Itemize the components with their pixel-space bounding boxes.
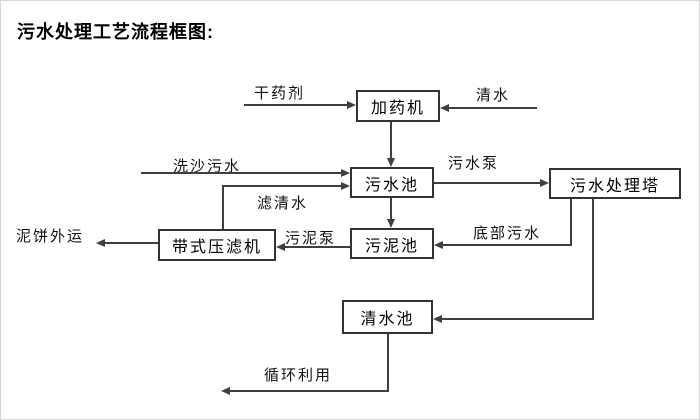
edge-label-sand-wash: 洗沙污水 <box>173 158 242 175</box>
edge-line-sand-wash <box>141 172 342 174</box>
arrow-right-icon <box>347 101 356 109</box>
edge-line-tower-to-clear-v <box>592 199 594 320</box>
arrow-down-icon <box>387 158 395 167</box>
arrow-left-icon <box>276 243 285 251</box>
edge-label-dry-agent: 干药剂 <box>254 85 306 102</box>
arrow-right-icon <box>341 169 350 177</box>
diagram-title: 污水处理工艺流程框图: <box>17 22 214 42</box>
edge-line-clear-water <box>448 107 537 109</box>
edge-line-sludge-pump <box>285 246 350 248</box>
edge-line-filtered-water-v <box>222 185 224 229</box>
edge-line-filtered-water-h <box>222 185 342 187</box>
arrow-left-icon <box>440 104 449 112</box>
edge-label-filtered-water: 滤清水 <box>257 195 309 212</box>
arrow-left-icon <box>434 241 443 249</box>
node-treatment-tower: 污水处理塔 <box>549 168 681 199</box>
node-belt-filter-press: 带式压滤机 <box>158 229 276 261</box>
edge-label-sewage-pump: 污水泵 <box>448 155 500 172</box>
edge-label-recycle: 循环利用 <box>264 367 333 384</box>
node-clear-water-pool: 清水池 <box>342 300 433 334</box>
arrow-left-icon <box>433 315 442 323</box>
arrow-right-icon <box>341 182 350 190</box>
edge-line-bottom-sewage-h <box>443 244 572 246</box>
edge-line-recycle-h <box>230 390 389 392</box>
edge-label-sludge-pump: 污泥泵 <box>285 230 337 247</box>
edge-line-mud-cake-out <box>105 242 158 244</box>
arrow-left-icon <box>221 387 230 395</box>
edge-label-mud-cake-out: 泥饼外运 <box>16 228 85 245</box>
node-sludge-pool: 污泥池 <box>350 228 434 259</box>
edge-line-dry-agent <box>244 104 347 106</box>
arrow-left-icon <box>96 239 105 247</box>
edge-line-tower-to-clear-h <box>442 318 594 320</box>
arrow-down-icon <box>387 219 395 228</box>
node-dosing-machine: 加药机 <box>356 90 440 122</box>
edge-line-sewage-to-sludge <box>390 198 392 220</box>
arrow-right-icon <box>540 179 549 187</box>
edge-line-recycle-v <box>387 334 389 392</box>
edge-label-bottom-sewage: 底部污水 <box>473 225 542 242</box>
node-sewage-pool: 污水池 <box>350 167 434 198</box>
edge-label-clear-water: 清水 <box>476 87 511 104</box>
edge-line-dosing-to-sewage <box>390 122 392 159</box>
edge-line-bottom-sewage-v <box>570 199 572 246</box>
edge-line-sewage-pump <box>434 182 541 184</box>
